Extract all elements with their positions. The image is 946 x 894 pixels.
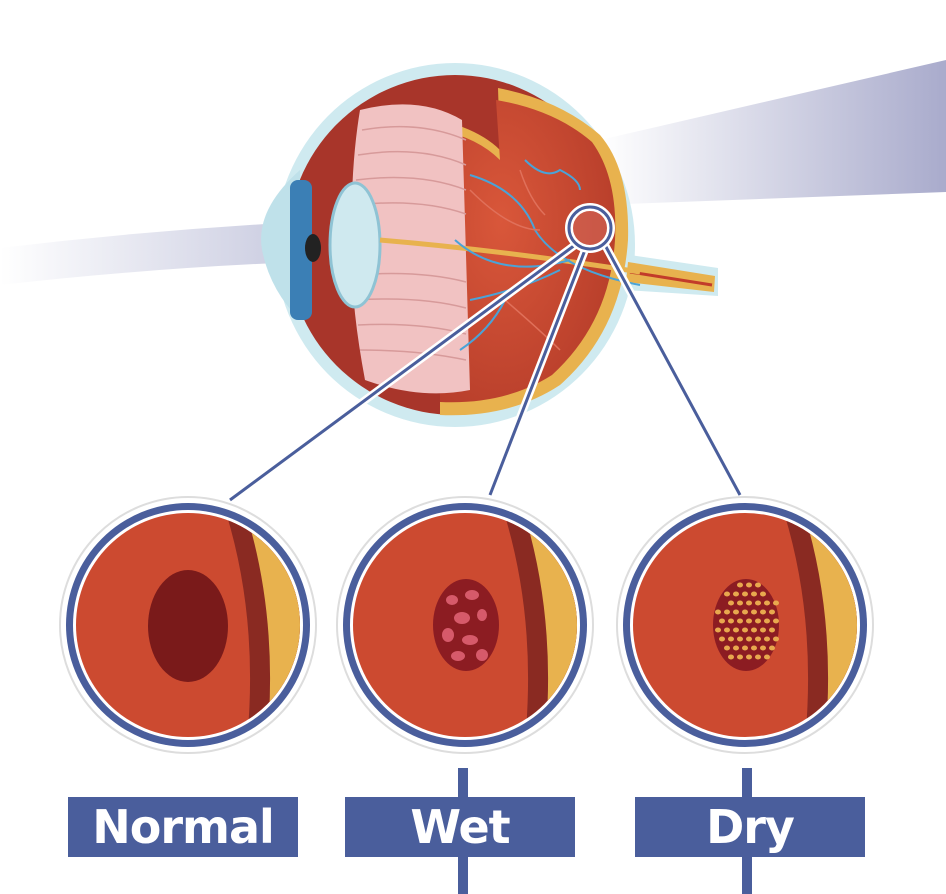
drusen-dot xyxy=(751,609,757,615)
drusen-dot xyxy=(746,582,752,588)
drusen-dot xyxy=(715,627,721,633)
dry-label: Dry xyxy=(635,797,865,857)
pointer-lines xyxy=(229,243,742,502)
drusen-dot xyxy=(728,654,734,660)
drusen-dot xyxy=(773,618,779,624)
drusen-dot xyxy=(773,636,779,642)
drusen-dot xyxy=(746,654,752,660)
drusen-dot xyxy=(728,618,734,624)
drusen-dot xyxy=(760,591,766,597)
drusen-dot xyxy=(719,618,725,624)
drusen-dot xyxy=(764,600,770,606)
drusen-dot xyxy=(737,654,743,660)
drusen-dot xyxy=(737,600,743,606)
drusen-dot xyxy=(724,609,730,615)
drusen-dot xyxy=(769,609,775,615)
drusen-dot xyxy=(746,600,752,606)
drusen-dot xyxy=(719,636,725,642)
drusen-dot xyxy=(773,600,779,606)
drusen-dot xyxy=(751,627,757,633)
eyeball-illustration xyxy=(261,63,718,427)
light-beam-right xyxy=(600,60,946,205)
drusen-dot xyxy=(728,600,734,606)
drusen-dot xyxy=(760,609,766,615)
drusen-dot xyxy=(724,645,730,651)
drusen-dot xyxy=(742,591,748,597)
drusen-dot xyxy=(769,627,775,633)
drusen-dot xyxy=(742,645,748,651)
drusen-dot xyxy=(764,654,770,660)
drusen-dot xyxy=(737,582,743,588)
drusen-dot xyxy=(733,645,739,651)
drusen-dot xyxy=(746,618,752,624)
drusen-dot xyxy=(733,609,739,615)
dry-macula-view xyxy=(616,496,874,754)
drusen-dot xyxy=(760,627,766,633)
drusen-dot xyxy=(715,609,721,615)
drusen-dot xyxy=(728,636,734,642)
drusen-dot xyxy=(755,618,761,624)
wet-label: Wet xyxy=(345,797,575,857)
drusen-dot xyxy=(724,627,730,633)
drusen-dot xyxy=(724,591,730,597)
drusen-dot xyxy=(742,627,748,633)
drusen-dot xyxy=(764,618,770,624)
drusen-dot xyxy=(755,600,761,606)
drusen-dot xyxy=(737,618,743,624)
drusen-dot xyxy=(755,582,761,588)
drusen-dot xyxy=(751,645,757,651)
drusen-dot xyxy=(733,591,739,597)
drusen-dot xyxy=(755,654,761,660)
drusen-dot xyxy=(746,636,752,642)
drusen-dot xyxy=(764,636,770,642)
normal-macula-view xyxy=(59,496,317,754)
drusen-dot xyxy=(737,636,743,642)
drusen-dot xyxy=(769,645,775,651)
drusen-dot xyxy=(733,627,739,633)
normal-label: Normal xyxy=(68,797,298,857)
drusen-dot xyxy=(742,609,748,615)
wet-macula-view xyxy=(336,496,594,754)
drusen-dot xyxy=(760,645,766,651)
drusen-dot xyxy=(755,636,761,642)
drusen-dot xyxy=(751,591,757,597)
light-beam-left xyxy=(0,222,300,285)
